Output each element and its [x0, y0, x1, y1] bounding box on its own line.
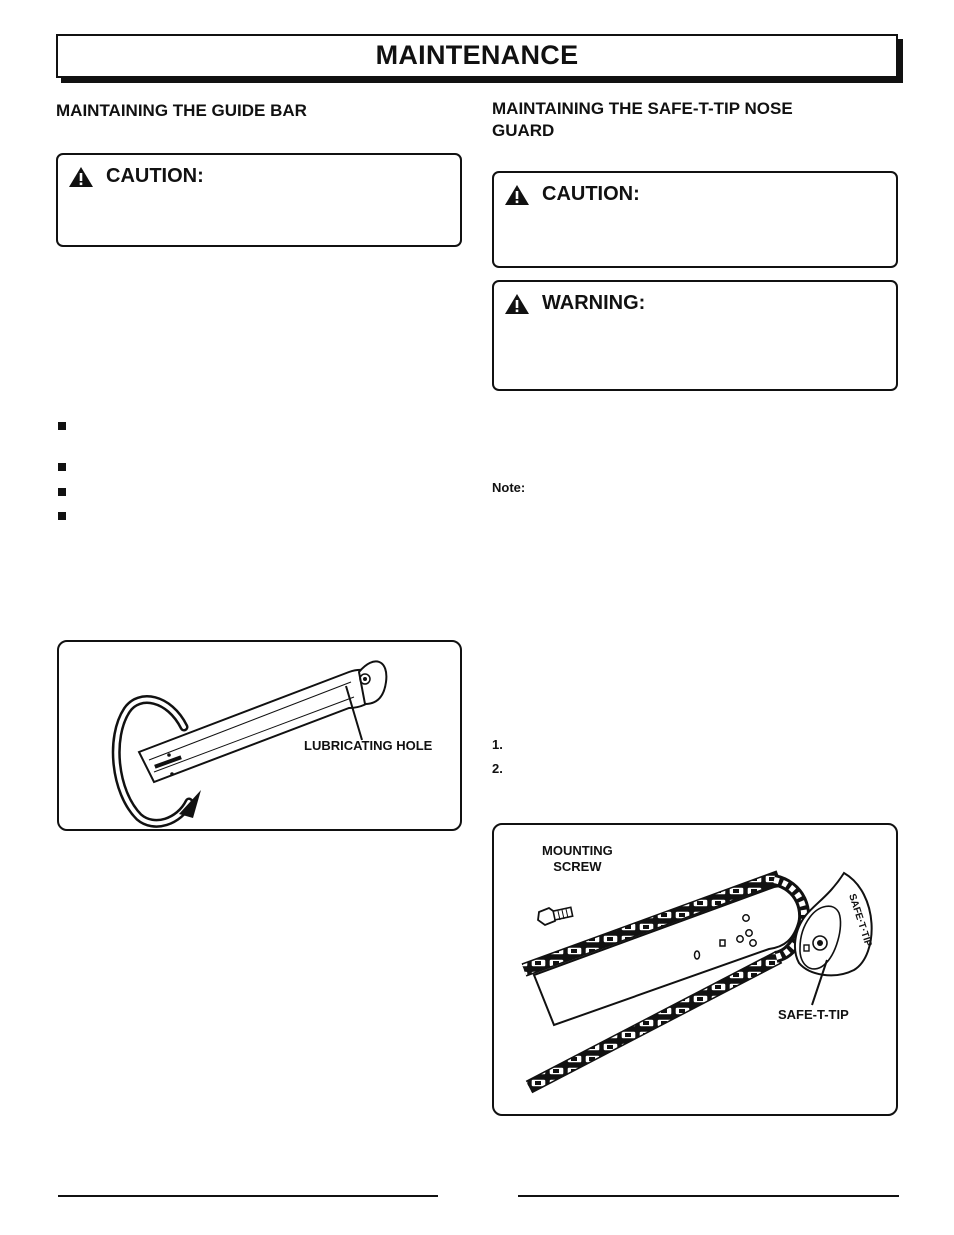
nose-guard-caution-box: CAUTION: — [492, 171, 898, 268]
mounting-screw-icon — [537, 906, 574, 927]
step-number-1: 1. — [492, 737, 503, 752]
mounting-screw-label: MOUNTING SCREW — [542, 843, 613, 875]
safe-t-tip-label: SAFE-T-TIP — [778, 1007, 849, 1022]
step-number-2: 2. — [492, 761, 503, 776]
safe-t-tip-heading-line2: GUARD — [492, 121, 555, 140]
footer-rule-right — [518, 1195, 899, 1197]
bullet-marker — [58, 512, 66, 520]
footer-rule-left — [58, 1195, 438, 1197]
bullet-marker — [58, 463, 66, 471]
bullet-marker — [58, 488, 66, 496]
guide-bar-illustration — [111, 660, 388, 828]
safe-t-tip-figure: SAFE·T·TIP MOUNTING SCREW SAFE-T-TIP — [492, 823, 898, 1116]
warning-triangle-icon — [69, 166, 93, 187]
guide-bar-heading: MAINTAINING THE GUIDE BAR — [56, 101, 307, 120]
bullet-marker — [58, 422, 66, 430]
caution-label: CAUTION: — [542, 183, 640, 205]
guide-bar-caution-box: CAUTION: — [56, 153, 462, 247]
nose-guard-warning-box: WARNING: — [492, 280, 898, 391]
lubricating-hole-label: LUBRICATING HOLE — [304, 738, 433, 753]
warning-triangle-icon — [505, 293, 529, 314]
mounting-screw-label-line2: SCREW — [553, 859, 602, 874]
guide-bar-figure: LUBRICATING HOLE — [57, 640, 462, 831]
page-title: MAINTENANCE — [375, 40, 579, 70]
caution-label: CAUTION: — [106, 165, 204, 187]
note-label: Note: — [492, 480, 526, 495]
safe-t-tip-heading: MAINTAINING THE SAFE-T-TIP NOSE GUARD — [492, 98, 793, 142]
safe-t-tip-illustration: SAFE·T·TIP — [521, 870, 874, 1094]
warning-triangle-icon — [505, 184, 529, 205]
warning-label: WARNING: — [542, 292, 646, 314]
mounting-screw-label-line1: MOUNTING — [542, 843, 613, 858]
safe-t-tip-heading-line1: MAINTAINING THE SAFE-T-TIP NOSE — [492, 99, 793, 118]
page-title-banner: MAINTENANCE — [56, 34, 898, 78]
